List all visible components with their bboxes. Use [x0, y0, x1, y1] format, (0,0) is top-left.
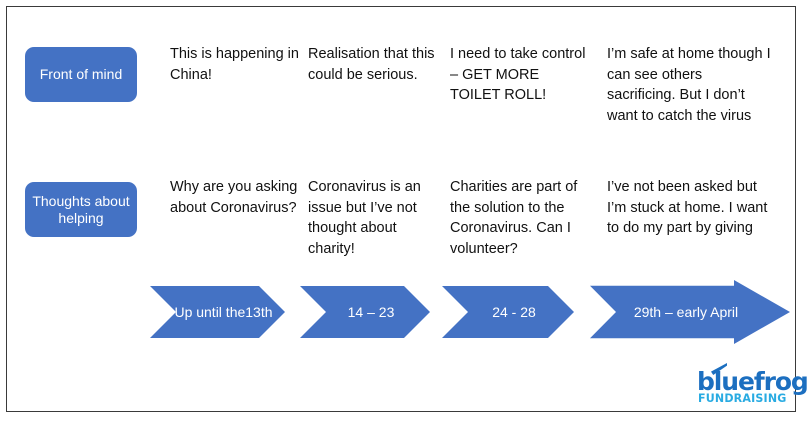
bluefrog-fundraising-logo: bluefrog FUNDRAISING	[697, 363, 809, 407]
cell-front-of-mind-stage-2: Realisation that this could be serious.	[308, 46, 435, 83]
cell-front-of-mind-stage-1: This is happening in China!	[170, 46, 299, 83]
logo-subtitle: FUNDRAISING	[698, 391, 787, 405]
timeline-step-1-chevron: Up until the13th	[150, 286, 285, 338]
row-label-front-of-mind: Front of mind	[25, 47, 137, 102]
timeline-step-2-chevron: 14 – 23	[300, 286, 430, 338]
timeline-step-4-arrow: 29th – early April	[590, 280, 790, 344]
cell-thoughts-about-helping-stage-1: Why are you asking about Coronavirus?	[170, 179, 298, 216]
cell-thoughts-about-helping-stage-2: Coronavirus is an issue but I’ve not tho…	[308, 179, 421, 257]
logo-wordmark: bluefrog	[697, 367, 809, 396]
cell-front-of-mind-stage-3: I need to take control – GET MORE TOILET…	[450, 46, 586, 103]
cell-thoughts-about-helping-stage-4: I’ve not been asked but I’m stuck at hom…	[607, 179, 768, 236]
timeline: Up until the13th 14 – 23 24 - 28 29th – …	[0, 280, 812, 354]
cell-front-of-mind-stage-4: I’m safe at home though I can see others…	[607, 46, 771, 124]
row-label-thoughts-about-helping: Thoughts about helping	[25, 182, 137, 237]
timeline-step-3-chevron: 24 - 28	[442, 286, 574, 338]
cell-thoughts-about-helping-stage-3: Charities are part of the solution to th…	[450, 179, 578, 257]
